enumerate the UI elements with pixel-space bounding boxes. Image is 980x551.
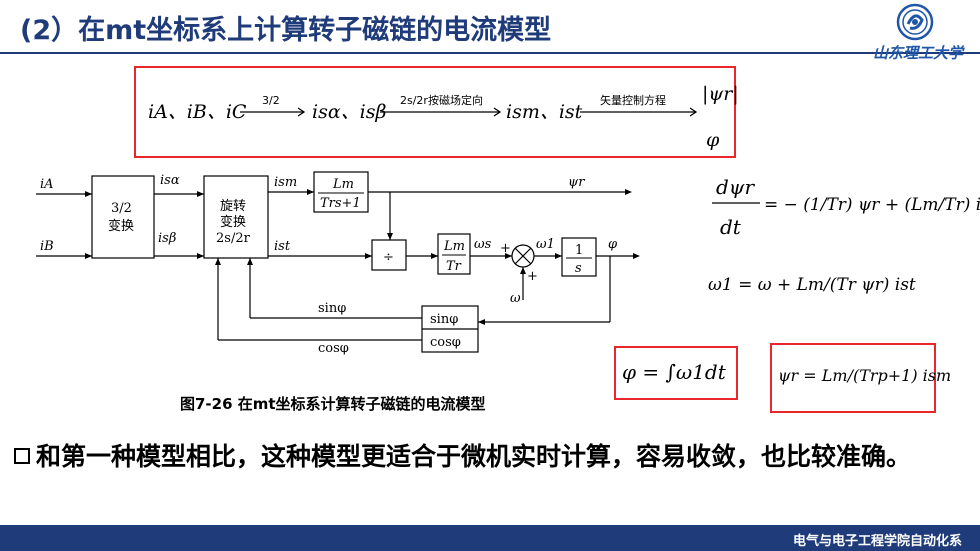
label-rot-1: 旋转 [220, 199, 246, 214]
flow-step2: 2s/2r按磁场定向 [400, 93, 483, 107]
label-32-2: 变换 [108, 218, 134, 234]
checkbox-bullet-icon [14, 448, 30, 464]
label-omega: ω [510, 291, 521, 306]
label-isa: isα [160, 173, 180, 188]
lt-den: Tr [446, 259, 462, 274]
footer-bar: 电气与电子工程学院自动化系 [0, 525, 980, 551]
label-omega-1: ω1 [536, 237, 555, 252]
tf-num: Lm [332, 177, 354, 192]
flow-mid2: ism、ist [506, 101, 583, 123]
block-integrator [561, 237, 597, 277]
title-divider [0, 52, 980, 54]
flow-step1: 3/2 [262, 94, 280, 107]
sc-sin: sinφ [430, 312, 458, 327]
label-rot-3: 2s/2r [216, 231, 251, 246]
label-ist: ist [274, 239, 291, 254]
block-3-2 [91, 175, 155, 259]
tf-den: Trs+1 [320, 196, 361, 211]
block-lt [437, 233, 471, 275]
flow-step3: 矢量控制方程 [600, 93, 666, 107]
int-den: s [575, 261, 582, 276]
label-div: ÷ [383, 250, 394, 265]
footer-text: 电气与电子工程学院自动化系 [792, 534, 962, 549]
page-title: (2）在mt坐标系上计算转子磁链的电流模型 [20, 15, 552, 46]
lt-num: Lm [443, 239, 465, 254]
block-divide [371, 239, 407, 271]
eq3: φ = ∫ω1dt [622, 360, 726, 384]
label-rot-2: 变换 [220, 214, 246, 230]
sc-cos: cosφ [430, 335, 461, 350]
block-rotation [203, 175, 269, 259]
flow-mid1: isα、isβ [312, 101, 386, 123]
label-iA: iA [40, 177, 54, 192]
university-logo-icon [896, 3, 934, 41]
eq1-lhs-num: dψr [716, 175, 755, 199]
label-plus-2: + [527, 269, 538, 284]
eq4: ψr = Lm/(Trp+1) ism [778, 366, 952, 385]
eq3-box [614, 346, 738, 400]
label-plus-1: + [500, 241, 511, 256]
eq2: ω1 = ω + Lm/(Tr ψr) ist [708, 275, 916, 295]
label-32-1: 3/2 [111, 201, 132, 216]
flow-inputs: iA、iB、iC [148, 101, 247, 123]
label-omega-s: ωs [474, 237, 492, 252]
label-phi: φ [608, 237, 618, 252]
label-isb: isβ [158, 231, 176, 246]
flow-out2: φ [706, 129, 720, 151]
university-logo-text: 山东理工大学 [872, 44, 963, 62]
label-iB: iB [40, 239, 54, 254]
label-sin: sinφ [318, 301, 346, 316]
label-psir: ψr [568, 175, 585, 190]
body-text: 和第一种模型相比，这种模型更适合于微机实时计算，容易收敛，也比较准确。 [36, 442, 912, 471]
eq4-box [770, 343, 936, 413]
flow-arrows [240, 107, 698, 117]
flow-out1: |ψr| [702, 83, 739, 105]
figure-caption: 图7-26 在mt坐标系计算转子磁链的电流模型 [180, 395, 486, 413]
label-ism: ism [274, 175, 297, 190]
flow-box [134, 66, 736, 158]
eq1-lhs-den: dt [720, 215, 742, 239]
eq1-rhs: = − (1/Tr) ψr + (Lm/Tr) ism [764, 195, 980, 215]
body-paragraph: 和第一种模型相比，这种模型更适合于微机实时计算，容易收敛，也比较准确。 [14, 433, 969, 481]
int-num: 1 [575, 243, 583, 258]
label-cos: cosφ [318, 341, 349, 356]
